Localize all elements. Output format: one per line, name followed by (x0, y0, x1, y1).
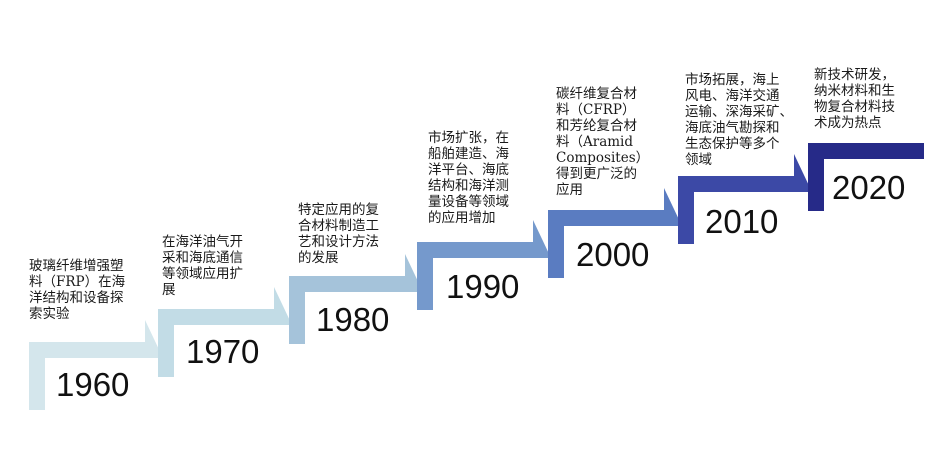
step-year-label: 2000 (576, 236, 650, 273)
step-bar-vertical (808, 143, 824, 211)
step-bar-vertical (29, 342, 45, 410)
step-year-label: 1990 (446, 268, 520, 305)
step-bar-vertical (417, 242, 433, 310)
step-arrow-tip (664, 188, 682, 226)
step-year-label: 1970 (186, 333, 260, 370)
step-description: 新技术研发， 纳米材料和生 物复合材料技 术成为热点 (814, 67, 895, 131)
step-arrow-tip (794, 154, 812, 192)
step-bar-horizontal (548, 210, 664, 226)
step-arrow-tip (274, 287, 292, 325)
step-bar-vertical (678, 176, 694, 244)
step-bar-vertical (289, 276, 305, 344)
step-bar-horizontal (289, 276, 405, 292)
step-bar-vertical (548, 210, 564, 278)
step-year-label: 2010 (705, 203, 779, 240)
step-description: 市场拓展，海上 风电、海洋交通 运输、深海采矿、 海底油气勘探和 生态保护等多个… (685, 72, 793, 168)
step-description: 碳纤维复合材 料（CFRP） 和芳纶复合材 料（Aramid Composite… (556, 86, 650, 198)
step-bar-vertical (158, 309, 174, 377)
step-bar-horizontal (158, 309, 274, 325)
step-bar-horizontal (678, 176, 794, 192)
step-bar-horizontal (808, 143, 924, 159)
step-year-label: 1960 (56, 366, 130, 403)
step-arrow-tip (533, 220, 551, 258)
step-description: 特定应用的复 合材料制造工 艺和设计方法 的发展 (298, 202, 379, 266)
step-description: 在海洋油气开 采和海底通信 等领域应用扩 展 (162, 234, 243, 298)
step-bar-horizontal (417, 242, 533, 258)
step-year-label: 2020 (832, 169, 906, 206)
step-description: 玻璃纤维增强塑 料（FRP）在海 洋结构和设备探 索实验 (29, 258, 126, 322)
step-year-label: 1980 (316, 301, 390, 338)
step-description: 市场扩张，在 船舶建造、海 洋平台、海底 结构和海洋测 量设备等领域 的应用增加 (428, 130, 509, 226)
step-bar-horizontal (29, 342, 145, 358)
